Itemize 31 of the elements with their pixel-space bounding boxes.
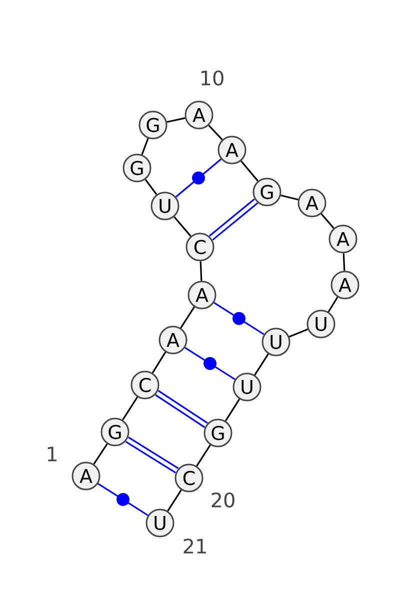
backbone-line	[328, 296, 338, 312]
base-pair-line	[125, 436, 179, 474]
backbone-line	[288, 328, 308, 338]
backbone-line	[342, 253, 346, 271]
position-number: 21	[184, 538, 206, 554]
backbone-line	[93, 443, 108, 465]
position-number: 1	[48, 446, 57, 462]
position-number: 20	[212, 492, 234, 508]
backbone-line	[144, 179, 158, 195]
backbone-line	[167, 490, 182, 512]
backbone-line	[122, 396, 138, 420]
backbone-line	[200, 261, 202, 281]
base-pair-line	[98, 482, 148, 516]
backbone-line	[254, 354, 269, 376]
base-pair-line	[184, 346, 236, 380]
backbone-line	[320, 213, 334, 229]
position-number: 10	[201, 70, 224, 86]
base-pair-line	[155, 390, 208, 428]
backbone-line	[224, 398, 240, 422]
base-pair-line	[208, 198, 258, 241]
backbone-line	[174, 216, 192, 237]
backbone-line	[280, 194, 298, 200]
backbone-line	[152, 352, 166, 374]
backbone-line	[141, 138, 149, 155]
base-pair-line	[214, 302, 264, 336]
base-pair-line	[175, 158, 222, 198]
backbone-line	[208, 124, 223, 140]
backbone-line	[166, 117, 186, 123]
backbone-line	[240, 160, 258, 182]
backbone-line	[196, 444, 211, 466]
backbone-line	[180, 306, 195, 328]
